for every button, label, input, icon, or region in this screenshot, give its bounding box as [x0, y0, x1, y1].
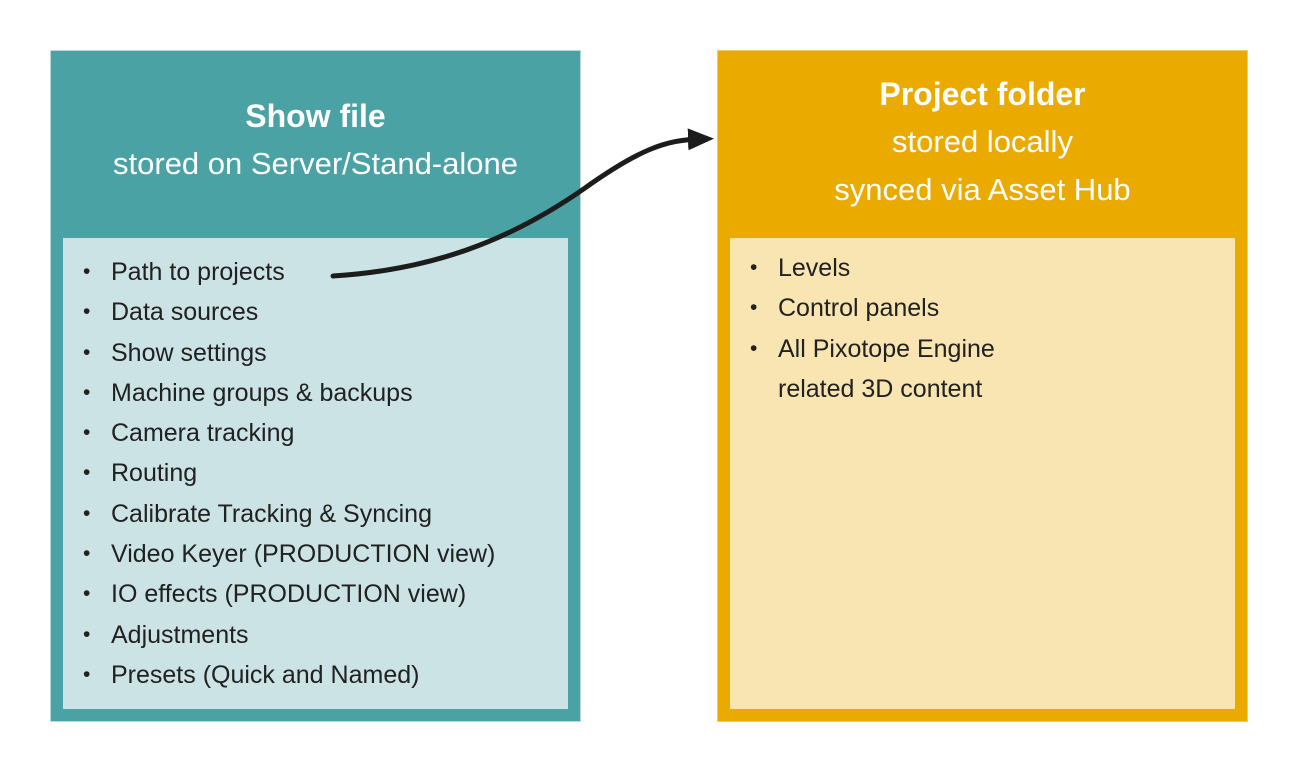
list-item: Data sources	[63, 292, 568, 333]
project-folder-item-list: LevelsControl panelsAll Pixotope Engine …	[730, 248, 1235, 409]
show-file-item-list: Path to projectsData sourcesShow setting…	[63, 252, 568, 696]
list-item: All Pixotope Engine related 3D content	[730, 329, 1235, 410]
project-folder-header: Project folder stored locally synced via…	[718, 51, 1247, 257]
project-folder-list-panel: LevelsControl panelsAll Pixotope Engine …	[730, 238, 1235, 709]
project-folder-subtitle-line1: stored locally	[892, 124, 1073, 159]
list-item: Camera tracking	[63, 413, 568, 454]
list-item: Video Keyer (PRODUCTION view)	[63, 534, 568, 575]
show-file-subtitle: stored on Server/Stand-alone	[113, 146, 518, 181]
show-file-title: Show file	[245, 98, 386, 134]
list-item: Presets (Quick and Named)	[63, 655, 568, 696]
list-item: Show settings	[63, 333, 568, 374]
project-folder-box: Project folder stored locally synced via…	[717, 50, 1248, 722]
show-file-box: Show file stored on Server/Stand-alone P…	[50, 50, 581, 722]
list-item: Levels	[730, 248, 1235, 289]
list-item: Calibrate Tracking & Syncing	[63, 494, 568, 535]
project-folder-subtitle-line2: synced via Asset Hub	[834, 172, 1131, 207]
list-item: Control panels	[730, 288, 1235, 329]
list-item: IO effects (PRODUCTION view)	[63, 574, 568, 615]
show-file-list-panel: Path to projectsData sourcesShow setting…	[63, 238, 568, 709]
list-item: Path to projects	[63, 252, 568, 293]
list-item: Machine groups & backups	[63, 373, 568, 414]
list-item: Adjustments	[63, 615, 568, 656]
project-folder-title: Project folder	[879, 76, 1086, 112]
list-item: Routing	[63, 453, 568, 494]
